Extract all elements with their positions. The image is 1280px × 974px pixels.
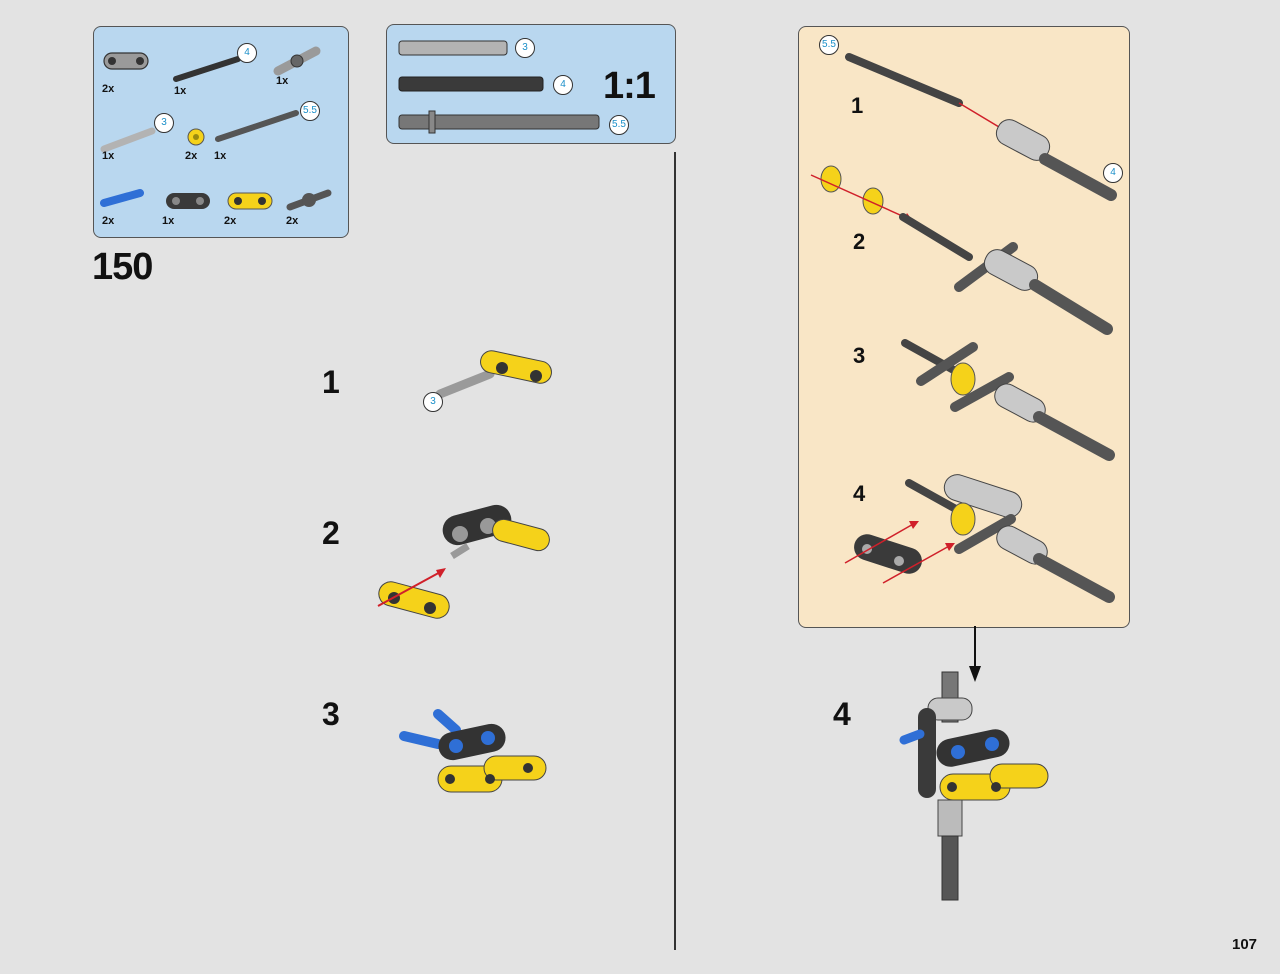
parts-list-yellow-beam-icon <box>227 192 273 210</box>
parts-list-panel: 2x 4 1x 1x 3 1x 2x 5.5 1x 2x 1x 2x 2x <box>93 26 349 238</box>
parts-list-beam-icon <box>103 52 149 70</box>
parts-list-qty: 1x <box>174 85 187 97</box>
sub-assembly-callout: 5.5 4 1 2 3 4 <box>798 26 1130 628</box>
parts-list-qty: 2x <box>102 83 115 95</box>
parts-list-length-badge: 4 <box>237 43 257 63</box>
substep-3-assembly <box>399 709 547 793</box>
parts-list-qty: 1x <box>102 150 115 162</box>
callout-substep-1-assembly <box>845 53 1117 201</box>
callout-substep-4-assembly <box>844 474 1115 603</box>
callout-arrow <box>969 626 981 682</box>
right-substep-4-assembly <box>899 671 1049 901</box>
parts-list-axle-icon <box>173 56 241 82</box>
callout-substep-number: 4 <box>853 481 866 506</box>
right-substep-number: 4 <box>833 696 851 732</box>
callout-substep-2-assembly <box>810 165 1113 335</box>
parts-list-qty: 1x <box>276 75 289 87</box>
scale-axle-4-icon <box>398 76 544 92</box>
callout-substep-number: 3 <box>853 343 866 368</box>
scale-axle-5.5-icon <box>398 110 600 134</box>
callout-length-badge: 5.5 <box>819 35 839 55</box>
parts-list-qty: 1x <box>214 150 227 162</box>
parts-list-cross-connector-icon <box>286 189 332 211</box>
scale-label: 1:1 <box>603 65 656 107</box>
parts-list-qty: 2x <box>286 215 299 227</box>
column-divider <box>674 152 676 950</box>
parts-list-long-axle-icon <box>215 110 299 142</box>
parts-list-qty: 2x <box>185 150 198 162</box>
parts-list-bush-icon <box>187 128 205 146</box>
callout-substep-3-assembly <box>901 339 1115 461</box>
page-number: 107 <box>1232 936 1258 953</box>
left-substep-number: 2 <box>322 515 340 551</box>
scale-length-badge: 5.5 <box>609 115 629 135</box>
callout-substep-number: 2 <box>853 229 866 254</box>
parts-list-blue-pin-icon <box>100 189 144 207</box>
left-substep-number: 3 <box>322 696 340 732</box>
callout-length-badge: 4 <box>1103 163 1123 183</box>
scale-axle-3-icon <box>398 40 508 56</box>
scale-length-badge: 4 <box>553 75 573 95</box>
parts-list-qty: 2x <box>224 215 237 227</box>
callout-substep-number: 1 <box>851 93 864 118</box>
scale-length-badge: 3 <box>515 38 535 58</box>
parts-list-dark-beam-icon <box>166 193 210 209</box>
substep-1-assembly <box>435 350 552 399</box>
parts-list-qty: 2x <box>102 215 115 227</box>
parts-list-universal-joint-icon <box>273 46 321 76</box>
axle-length-badge: 3 <box>423 392 443 412</box>
axle-scale-panel: 3 4 5.5 1:1 <box>386 24 676 144</box>
parts-list-qty: 1x <box>162 215 175 227</box>
left-substep-number: 1 <box>322 364 340 400</box>
parts-list-gray-axle-icon <box>100 127 156 153</box>
parts-list-length-badge: 3 <box>154 113 174 133</box>
main-step-number: 150 <box>92 246 153 288</box>
substep-2-assembly <box>377 504 550 619</box>
parts-list-length-badge: 5.5 <box>300 101 320 121</box>
